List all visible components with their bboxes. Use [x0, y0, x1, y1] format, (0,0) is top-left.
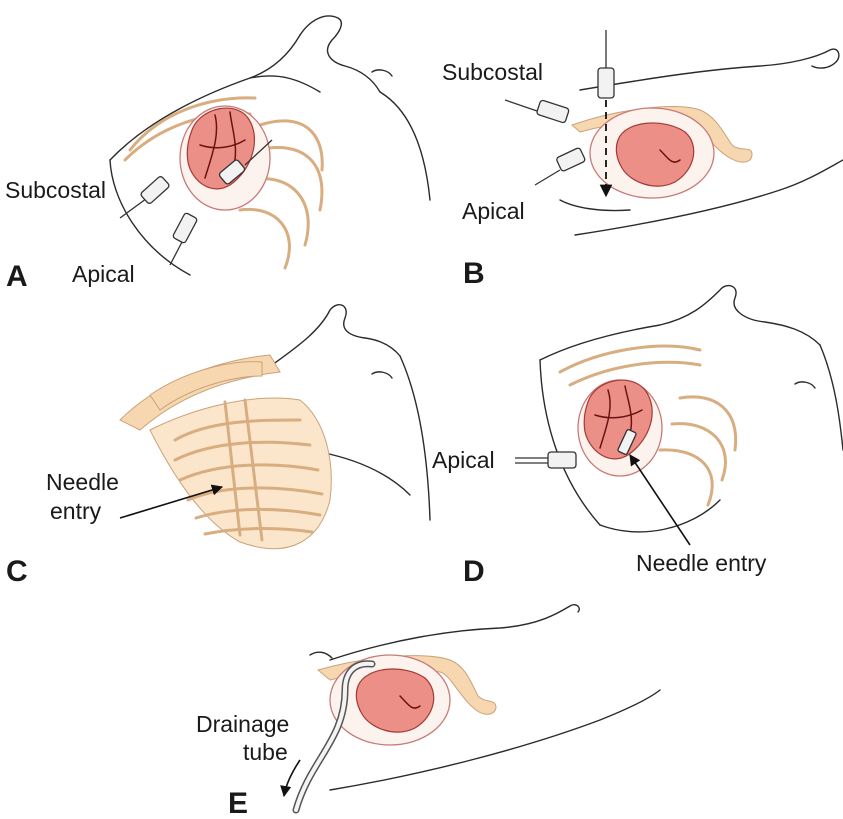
subcostal-probe: [505, 100, 569, 124]
panel-letter: E: [228, 787, 248, 819]
torso-outline: [110, 16, 430, 275]
panel-letter: A: [6, 260, 28, 293]
subcostal-probe: [120, 175, 170, 218]
apical-label: Apical: [432, 447, 495, 473]
rib-cage: [120, 355, 331, 549]
panel-c: Needle entry C: [6, 305, 430, 588]
apical-label: Apical: [72, 261, 135, 287]
drainage-label-line1: Drainage: [196, 711, 289, 737]
panel-letter: D: [463, 555, 485, 588]
needle-entry-label: Needle entry: [636, 550, 767, 576]
panel-a: Subcostal Apical A: [5, 16, 430, 293]
apical-label: Apical: [462, 198, 525, 224]
needle-label-line1: Needle: [46, 469, 119, 495]
panel-e: Drainage tube E: [196, 605, 660, 819]
subcostal-label: Subcostal: [5, 177, 106, 203]
apical-probe: [535, 147, 586, 185]
vertical-probe: [598, 30, 614, 98]
needle-label-line2: entry: [50, 498, 102, 524]
drainage-label-line2: tube: [243, 739, 288, 765]
panel-b: Subcostal Apical B: [442, 30, 843, 290]
apical-probe: [515, 452, 576, 468]
panel-d: Apical Needle entry D: [432, 286, 843, 588]
drainage-arrow: [284, 760, 300, 796]
subcostal-label: Subcostal: [442, 59, 543, 85]
panel-letter: B: [463, 257, 485, 290]
apical-probe: [170, 212, 198, 265]
panel-letter: C: [6, 555, 28, 588]
